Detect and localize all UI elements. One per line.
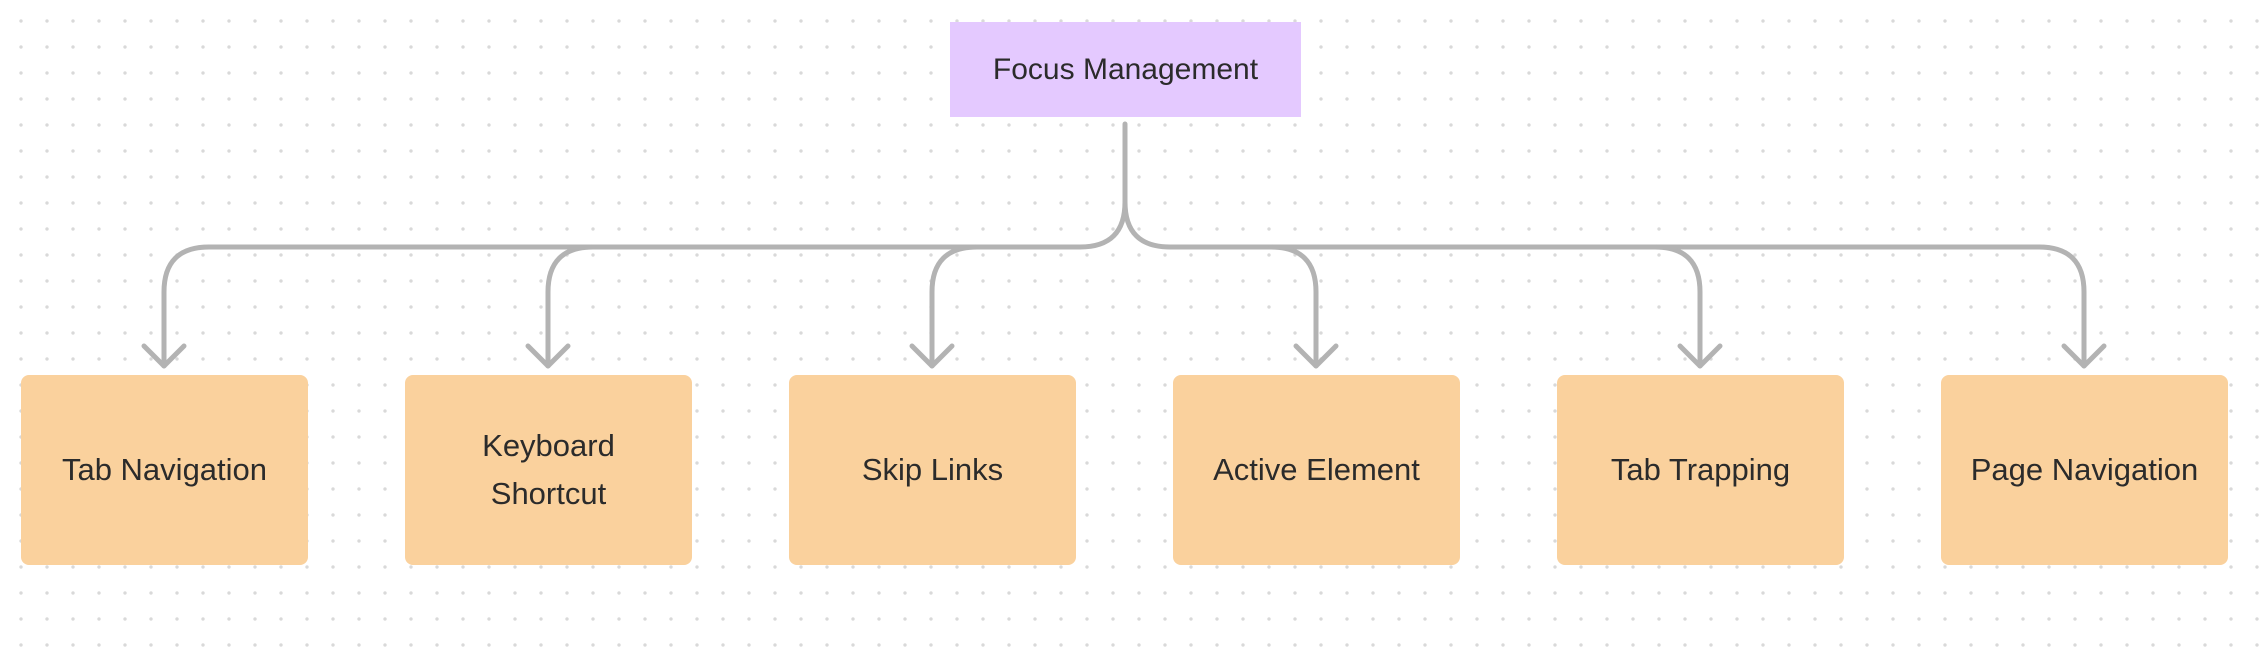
connector-branch-1 <box>545 244 596 369</box>
connector-arrowhead-3 <box>1293 343 1339 369</box>
connector-branch-3 <box>1268 244 1319 369</box>
child-node-tab-trapping[interactable]: Tab Trapping <box>1557 375 1844 565</box>
child-node-skip-links[interactable]: Skip Links <box>789 375 1076 565</box>
connector-arrowhead-5 <box>2061 343 2107 369</box>
child-node-label: Skip Links <box>861 452 1004 487</box>
connector-branch-0 <box>161 244 212 369</box>
root-node-focus-management[interactable]: Focus Management <box>950 22 1301 117</box>
connector-bus-left <box>206 199 1128 250</box>
connector-branch-5 <box>2036 244 2087 369</box>
connector-arrowhead-4 <box>1677 343 1723 369</box>
connector-branch-2 <box>929 244 980 369</box>
connector-arrowhead-0 <box>141 343 187 369</box>
child-node-active-element[interactable]: Active Element <box>1173 375 1460 565</box>
child-node-keyboard-shortcut[interactable]: Keyboard Shortcut <box>405 375 692 565</box>
connector-bus-right <box>1122 199 2042 250</box>
child-node-label: Tab Trapping <box>1610 452 1791 487</box>
connector-branch-4 <box>1652 244 1703 369</box>
child-node-label: Page Navigation <box>1970 452 2199 487</box>
child-node-label: Tab Navigation <box>61 452 268 487</box>
child-node-label: Active Element <box>1213 452 1420 487</box>
connector-arrowhead-1 <box>525 343 571 369</box>
connector-arrowhead-2 <box>909 343 955 369</box>
child-node-page-navigation[interactable]: Page Navigation <box>1941 375 2228 565</box>
child-node-tab-navigation[interactable]: Tab Navigation <box>21 375 308 565</box>
root-node-label: Focus Management <box>992 52 1259 86</box>
child-node-label: Keyboard Shortcut <box>482 428 615 511</box>
